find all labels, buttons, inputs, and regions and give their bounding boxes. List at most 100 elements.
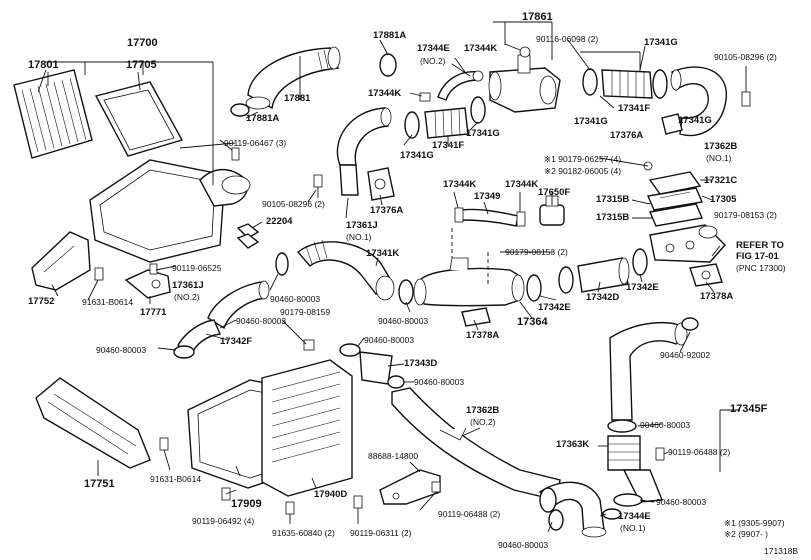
hose-set-center (404, 96, 486, 139)
footnote-1: ※1 (9305-9907) (724, 518, 785, 528)
label-90105-tr: 90105-08296 (2) (714, 52, 777, 62)
label-17344k-b: 17344K (443, 179, 477, 190)
label-90460-92002: 90460-92002 (660, 350, 711, 360)
hose-17343d (339, 343, 405, 389)
label-90460-80003-d: 90460-80003 (96, 345, 147, 355)
gasket-17376a-right (661, 113, 683, 135)
label-17650f: 17650F (538, 187, 571, 198)
label-17315b-a: 17315B (596, 194, 630, 205)
duct-17751 (35, 377, 151, 469)
figure-id: 171318B (764, 546, 799, 556)
refer-line-3: (PNC 17300) (736, 263, 786, 273)
label-17364: 17364 (517, 316, 548, 328)
pipe-17345f (609, 322, 688, 421)
label-17909: 17909 (231, 498, 262, 510)
label-17342e-b: 17342E (626, 282, 659, 293)
label-17344e-top-note: (NO.2) (420, 56, 446, 66)
label-17362b-mid: 17362B (466, 405, 500, 416)
air-cleaner-filter (13, 69, 93, 159)
label-17752: 17752 (28, 296, 55, 307)
clamp-90460-80003-i (548, 509, 564, 531)
air-cleaner-case (89, 159, 251, 263)
label-17861: 17861 (522, 11, 553, 23)
label-91631-b: 91631-B0614 (150, 474, 202, 484)
label-90460-80003-f: 90460-80003 (414, 377, 465, 387)
label-17349: 17349 (474, 191, 501, 202)
lower-elbow-17344e (538, 481, 607, 538)
label-17315b-b: 17315B (596, 212, 630, 223)
hose-17881 (245, 46, 341, 110)
label-17751: 17751 (84, 478, 115, 490)
gasket-17378a-right (689, 263, 723, 287)
label-17362b-top: 17362B (704, 141, 738, 152)
label-90119-06488-r: 90119-06488 (2) (668, 447, 731, 457)
label-17881a-top: 17881A (373, 30, 407, 41)
label-17341g-right: 17341G (678, 115, 712, 126)
label-17341g-mid2: 17341G (466, 128, 500, 139)
hose-17342d (577, 257, 630, 293)
label-17344e-b-note: (NO.1) (620, 523, 646, 533)
label-91635: 91635-60840 (2) (272, 528, 335, 538)
label-17342d: 17342D (586, 292, 620, 303)
bolt-90119-06488-m (431, 481, 441, 493)
label-17342f: 17342F (220, 336, 253, 347)
hose-17342e-c (632, 248, 648, 276)
label-17341k: 17341K (366, 248, 400, 259)
note-2: ※2 90182-06005 (4) (544, 166, 622, 176)
label-17376a-mid: 17376A (370, 205, 404, 216)
label-17362b-mid-note: (NO.2) (470, 417, 496, 427)
label-17361j-a: 17361J (346, 220, 378, 231)
label-90460-80003-c: 90460-80003 (378, 316, 429, 326)
label-17341f-left: 17341F (432, 140, 465, 151)
clamp-90460-80003-a (275, 252, 289, 276)
label-17801: 17801 (28, 59, 59, 71)
label-90460-80003-h: 90460-80003 (656, 497, 707, 507)
label-17700: 17700 (127, 37, 158, 49)
clamp-17881a-mid (230, 103, 250, 117)
intercooler-stack (643, 161, 703, 227)
label-17305: 17305 (710, 194, 737, 205)
label-90179-08159: 90179-08159 (280, 307, 331, 317)
label-90460-80003-i: 90460-80003 (498, 540, 549, 550)
hose-17342f (173, 319, 222, 359)
label-90179-08153-m: 90179-08153 (2) (505, 247, 568, 257)
label-17341g-mid: 17341G (574, 116, 608, 127)
refer-line-1: REFER TO (736, 240, 784, 251)
clamp-90460-80003-c (398, 279, 414, 305)
leader-lines (37, 39, 740, 533)
label-90119-06525: 90119-06525 (172, 263, 222, 273)
clamp-90460-92002 (681, 317, 699, 331)
label-17940d: 17940D (314, 489, 348, 500)
label-17341g-tr: 17341G (644, 37, 678, 48)
bracket-17771 (124, 269, 171, 299)
label-17771: 17771 (140, 307, 167, 318)
clamp-90460-80003-h (613, 493, 643, 507)
label-17321c: 17321C (704, 175, 738, 186)
bracket-88688 (379, 469, 441, 505)
bolt-90105-mid (313, 174, 323, 198)
bracket-lower-right (622, 447, 665, 503)
bolt-91635 (285, 501, 295, 515)
clamp-90460-80003-g (607, 419, 637, 433)
bolt-91631-a (94, 267, 104, 281)
label-88688: 88688-14800 (368, 451, 419, 461)
hose-17349 (454, 207, 526, 227)
pipe-17362b-no1 (670, 66, 727, 137)
refer-line-2: FIG 17-01 (736, 251, 779, 262)
bolt-90179-08159 (303, 339, 315, 351)
label-90460-80003-g: 90460-80003 (640, 420, 691, 430)
hose-17342e-b (558, 266, 574, 294)
label-17343d: 17343D (404, 358, 438, 369)
label-90179-08153-r: 90179-08153 (2) (714, 210, 777, 220)
label-17376a-right: 17376A (610, 130, 644, 141)
label-17378a-r: 17378A (700, 291, 734, 302)
bolt-90119-06311 (353, 495, 363, 509)
hose-17363k (607, 435, 641, 471)
label-90460-80003-a: 90460-80003 (270, 294, 321, 304)
note-1: ※1 90179-06257 (4) (544, 154, 622, 164)
small-hose-17344e (419, 70, 484, 102)
gasket-17378a-mid (461, 307, 491, 327)
label-17344k-c: 17344K (505, 179, 539, 190)
pipe-17361j-no1 (336, 107, 392, 196)
label-91631-a: 91631-B0614 (82, 297, 134, 307)
